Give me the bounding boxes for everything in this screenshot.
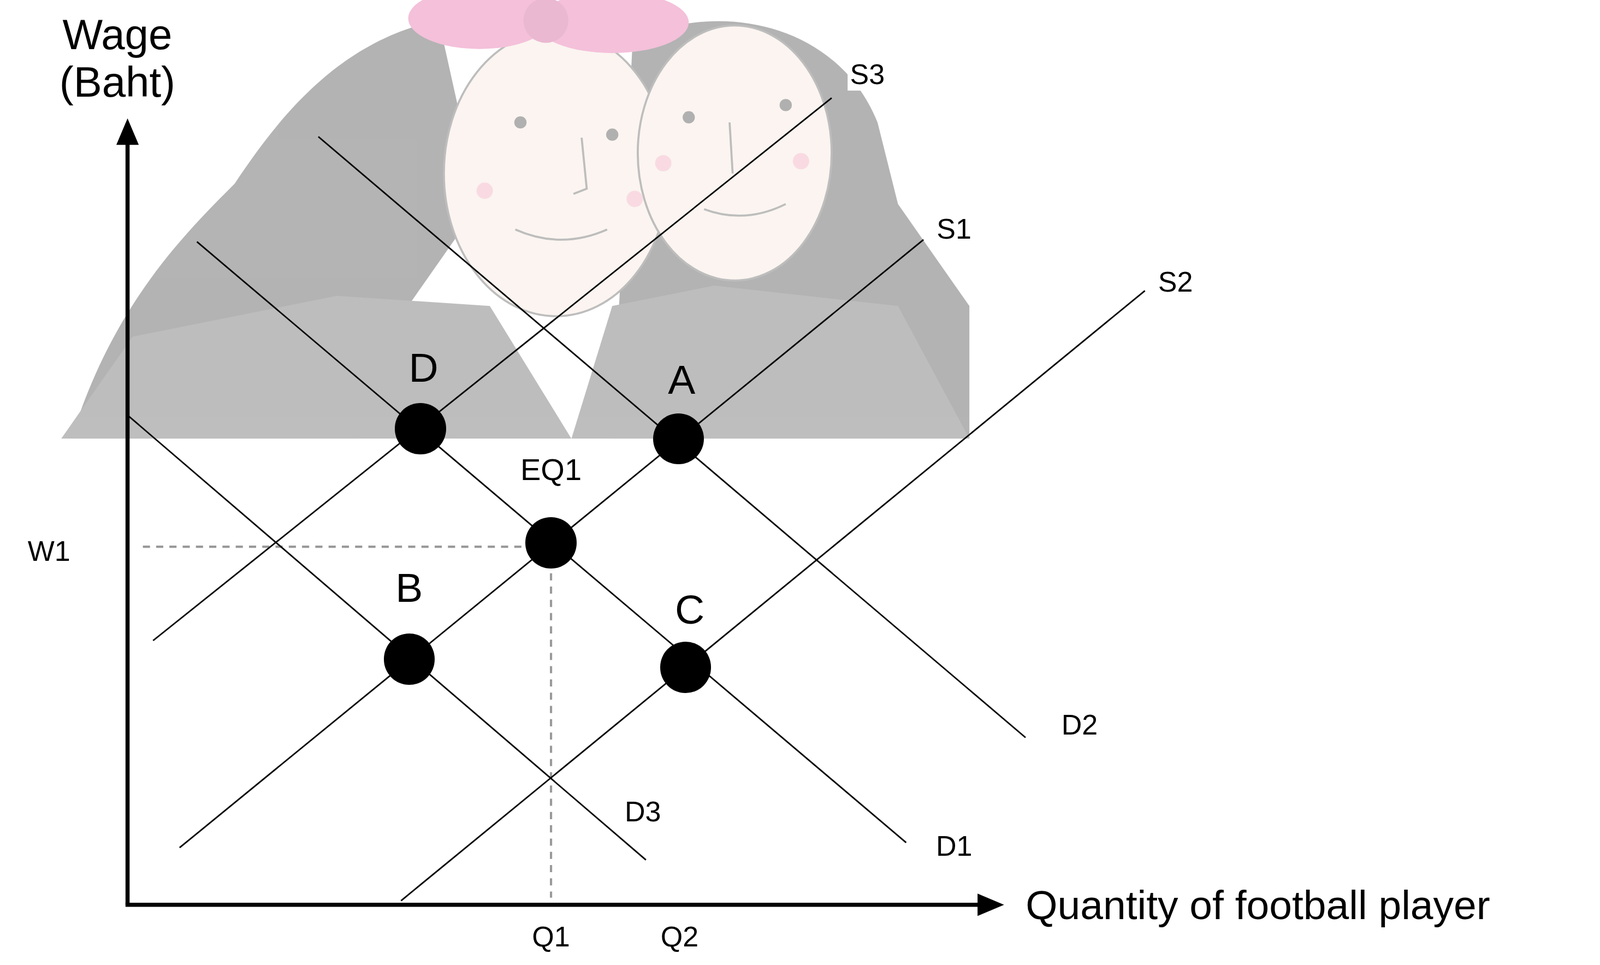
curve-label: D2	[1059, 708, 1100, 741]
equilibrium-point: C	[660, 641, 711, 693]
cheek	[655, 155, 672, 172]
cheek	[476, 182, 494, 199]
equilibrium-point: D	[394, 403, 446, 454]
cheek	[626, 190, 643, 207]
equilibrium-point: A	[653, 413, 704, 465]
x-axis	[125, 902, 982, 907]
curve-label: S3	[848, 58, 888, 91]
dashed-guide	[143, 545, 551, 548]
y-axis	[125, 140, 130, 905]
equilibrium-point: B	[383, 633, 435, 685]
bow	[523, 0, 569, 43]
eye	[514, 116, 527, 129]
point-label: EQ1	[520, 452, 582, 487]
nose	[729, 122, 733, 174]
eye	[606, 128, 619, 141]
face	[443, 30, 669, 317]
face	[637, 25, 832, 281]
supply-curve	[179, 239, 924, 848]
axis-arrow	[977, 893, 1005, 916]
axis-title: Wage (Baht)	[41, 10, 194, 106]
demand-curve	[127, 415, 647, 860]
dashed-guide	[549, 546, 553, 898]
eye	[779, 98, 792, 111]
curve-label: S2	[1156, 265, 1196, 298]
supply-curve	[152, 97, 832, 641]
quantity-label: Q1	[529, 920, 572, 953]
point-label: D	[408, 344, 438, 391]
curve-label: S1	[934, 212, 974, 245]
girls-watermark	[61, 0, 970, 439]
quantity-label: Q2	[658, 920, 701, 953]
smile	[515, 229, 608, 240]
body	[571, 285, 970, 439]
curve-label: D3	[622, 795, 663, 827]
point-label: C	[674, 586, 705, 633]
point-label: A	[667, 356, 696, 403]
demand-curve	[197, 241, 907, 843]
eye	[682, 111, 695, 124]
demand-curve	[318, 136, 1026, 738]
supply-curve	[400, 290, 1145, 901]
smile	[703, 204, 786, 216]
wage-label: W1	[25, 535, 73, 567]
curve-label: D1	[933, 830, 975, 862]
equilibrium-point: EQ1	[525, 517, 577, 568]
axis-title: Quantity of football player	[1023, 881, 1493, 928]
nose	[573, 137, 587, 194]
cheek	[792, 152, 810, 170]
axis-arrow	[116, 118, 139, 146]
point-label: B	[395, 564, 423, 611]
